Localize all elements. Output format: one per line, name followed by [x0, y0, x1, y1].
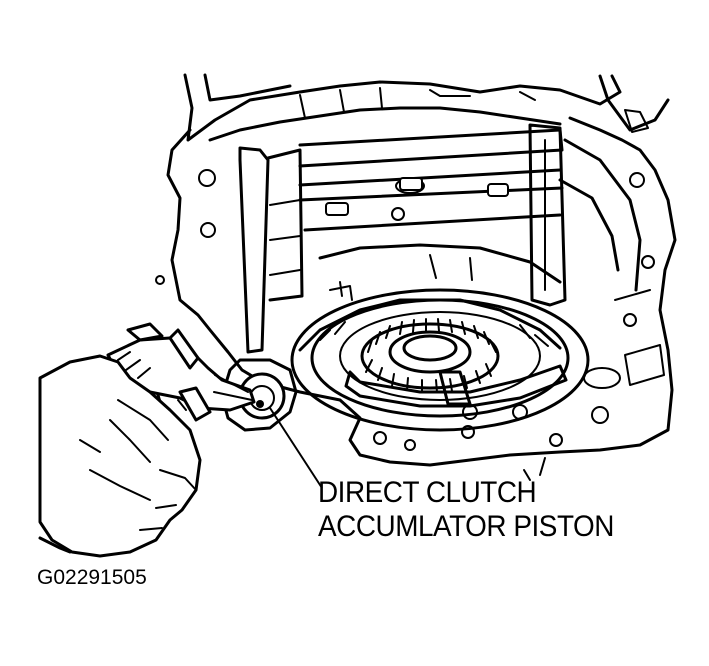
callout-label: DIRECT CLUTCH ACCUMLATOR PISTON [318, 476, 614, 544]
callout-line-1: DIRECT CLUTCH [318, 476, 537, 509]
center-hub-assembly [290, 254, 590, 432]
hand [38, 354, 202, 558]
callout-line-2: ACCUMLATOR PISTON [318, 510, 614, 543]
clutch-drum [238, 123, 642, 354]
figure-id: G02291505 [37, 566, 147, 589]
callout-leader-line [269, 407, 323, 489]
upper-case-housing [183, 73, 670, 142]
case-flange [155, 106, 677, 481]
